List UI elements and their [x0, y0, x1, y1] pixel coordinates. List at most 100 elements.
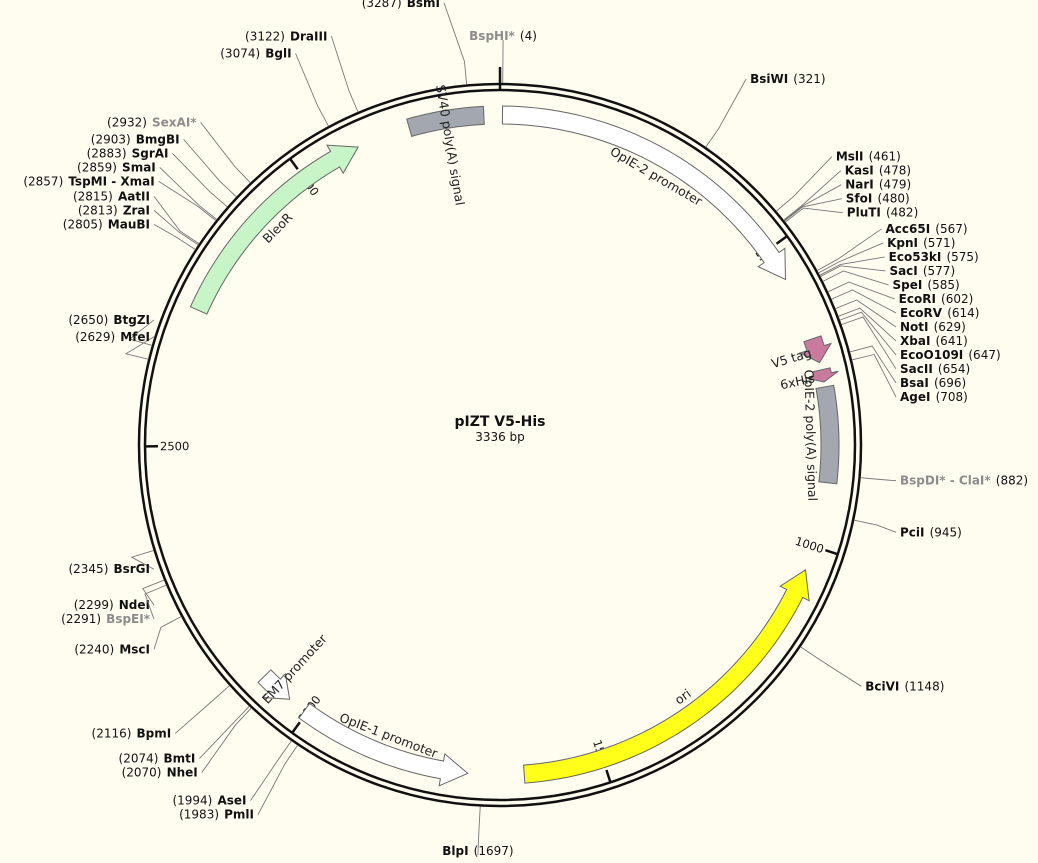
site-spei[interactable]: SpeI (585)	[822, 270, 960, 293]
site-label: EcoO109I (647)	[900, 344, 1001, 363]
feature-bleor[interactable]	[189, 144, 359, 315]
site-msli[interactable]: MslI (461)	[775, 146, 901, 212]
site-saci[interactable]: SacI (577)	[820, 260, 955, 279]
site-blpi[interactable]: BlpI (1697)	[442, 806, 514, 859]
site-pcii[interactable]: PciI (945)	[854, 519, 962, 540]
site-bspei[interactable]: (2291) BspEI*	[61, 584, 167, 627]
feature-opie-1-promoter[interactable]	[298, 702, 469, 787]
feature-ori[interactable]	[523, 568, 810, 784]
site-ndei[interactable]: (2299) NdeI	[74, 579, 165, 613]
site-position: (2932)	[107, 115, 147, 129]
site-name: MslI	[836, 150, 864, 164]
site-leader-line	[784, 198, 842, 222]
site-bspdi-clai[interactable]: BspDI* - ClaI* (882)	[860, 470, 1029, 489]
site-ecorv[interactable]: EcoRV (614)	[831, 289, 979, 321]
site-bsiwi[interactable]: BsiWI (321)	[705, 68, 826, 148]
site-leader-line	[172, 153, 228, 208]
site-leader-line	[705, 78, 747, 148]
site-leader-line	[153, 210, 199, 246]
site-bsmi[interactable]: (3287) BsmI	[362, 0, 468, 85]
site-label: (1983) PmlI	[179, 804, 254, 823]
site-position: (614)	[947, 306, 979, 320]
tick-mark	[289, 158, 299, 170]
feature-opie-2-poly-a-signal[interactable]	[815, 384, 840, 485]
site-btgzi[interactable]: (2650) BtgZI	[68, 309, 155, 346]
plasmid-name: pIZT V5-His	[454, 414, 545, 430]
site-asei[interactable]: (1994) AseI	[172, 740, 292, 809]
site-bgli[interactable]: (3074) BglI	[220, 42, 329, 127]
site-label: (2650) BtgZI	[68, 309, 150, 328]
site-name: AatII	[118, 189, 150, 203]
site-draiii[interactable]: (3122) DraIII	[245, 25, 359, 113]
site-sacii[interactable]: SacII (654)	[841, 316, 970, 377]
site-aatii[interactable]: (2815) AatII	[73, 185, 200, 245]
site-sexai[interactable]: (2932) SexAI*	[107, 111, 251, 184]
site-position: (585)	[927, 278, 959, 292]
feature-em7-promoter[interactable]	[257, 669, 291, 700]
site-ecori[interactable]: EcoRI (602)	[827, 281, 973, 307]
site-position: (2805)	[63, 217, 103, 231]
site-bmti[interactable]: (2074) BmtI	[119, 705, 250, 766]
site-bpmi[interactable]: (2116) BpmI	[92, 685, 230, 742]
feature-6xhis[interactable]	[806, 367, 839, 383]
site-name: AseI	[217, 794, 246, 808]
site-name: BmtI	[164, 752, 196, 766]
site-position: (2857)	[23, 174, 63, 188]
site-name: NotI	[900, 320, 929, 334]
backbone-ring	[137, 67, 863, 808]
site-maubi[interactable]: (2805) MauBI	[63, 213, 196, 250]
site-kasi[interactable]: KasI (478)	[783, 160, 912, 221]
site-position: (696)	[934, 376, 966, 390]
site-position: (478)	[879, 164, 911, 178]
site-eco53ki[interactable]: Eco53kI (575)	[819, 246, 979, 276]
site-nhei[interactable]: (2070) NheI	[122, 707, 252, 780]
site-sgrai[interactable]: (2883) SgrAI	[87, 142, 228, 208]
site-name: NheI	[167, 766, 198, 780]
site-pluti[interactable]: PluTI (482)	[785, 202, 918, 223]
site-kpni[interactable]: KpnI (571)	[818, 232, 955, 274]
site-bsphi[interactable]: BspHI* (4)	[469, 25, 537, 84]
site-nari[interactable]: NarI (479)	[783, 174, 911, 221]
site-noti[interactable]: NotI (629)	[835, 299, 966, 335]
site-label: (3122) DraIII	[245, 25, 327, 44]
site-label: Eco53kI (575)	[889, 246, 979, 265]
site-bsrgi[interactable]: (2345) BsrGI	[68, 550, 155, 577]
site-zrai[interactable]: (2813) ZraI	[78, 199, 199, 246]
site-agei[interactable]: AgeI (708)	[851, 353, 968, 404]
site-position: (482)	[886, 206, 918, 220]
site-bsai[interactable]: BsaI (696)	[849, 345, 966, 391]
site-position: (2299)	[74, 598, 114, 612]
site-acc65i[interactable]: Acc65I (567)	[816, 218, 968, 271]
tick-mark	[605, 769, 612, 782]
site-msci[interactable]: (2240) MscI	[74, 616, 182, 657]
site-smai[interactable]: (2859) SmaI	[77, 156, 218, 220]
site-tspmi-xmai[interactable]: (2857) TspMI - XmaI	[23, 170, 217, 221]
site-ecoo109i[interactable]: EcoO109I (647)	[839, 311, 1001, 363]
site-name: SfoI	[846, 192, 873, 206]
site-xbai[interactable]: XbaI (641)	[838, 307, 968, 349]
site-mfei[interactable]: (2629) MfeI	[75, 326, 155, 360]
site-bcivi[interactable]: BciVI (1148)	[800, 646, 945, 694]
site-bmgbi[interactable]: (2903) BmgBI	[91, 128, 237, 198]
site-leader-line	[200, 122, 251, 184]
site-position: (321)	[793, 72, 825, 86]
site-leader-line	[831, 289, 897, 314]
feature-opie-2-promoter[interactable]	[501, 105, 786, 281]
site-name: MfeI	[120, 330, 150, 344]
site-name: PciI	[900, 525, 925, 539]
site-pmli[interactable]: (1983) PmlI	[179, 744, 298, 823]
site-name: NarI	[845, 178, 874, 192]
site-name: Eco53kI	[889, 250, 942, 264]
site-label: (2932) SexAI*	[107, 111, 197, 130]
site-leader-line	[257, 744, 298, 815]
site-leader-line	[153, 223, 196, 250]
site-name: SacI	[889, 264, 917, 278]
feature-sv40-poly-a-signal[interactable]	[406, 105, 485, 138]
site-name: MauBI	[108, 217, 150, 231]
site-leader-line	[130, 550, 155, 570]
site-leader-line	[860, 477, 897, 482]
site-name: SacII	[900, 362, 933, 376]
site-label: BsiWI (321)	[750, 68, 825, 87]
site-sfoi[interactable]: SfoI (480)	[784, 188, 910, 222]
feature-v5-tag[interactable]	[798, 335, 833, 364]
